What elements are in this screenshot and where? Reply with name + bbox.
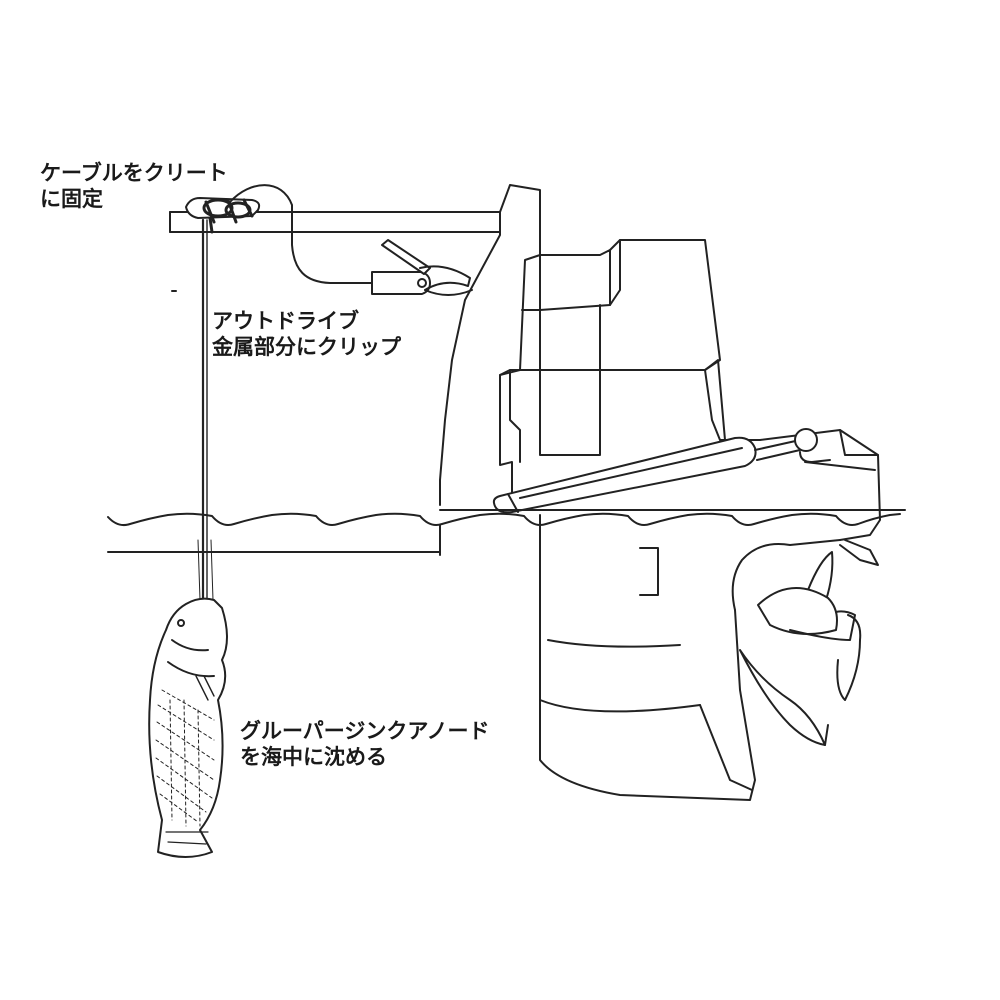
outdrive-upper [499, 184, 881, 541]
zinc-anode [148, 597, 228, 858]
callout-cleat-line2: に固定 [40, 187, 103, 211]
propeller [739, 551, 862, 746]
callout-clip-line2: 金属部分にクリップ [212, 335, 401, 359]
outdrive-lower [539, 514, 879, 801]
callout-anode: グルーパージンクアノード を海中に沈める [240, 718, 489, 770]
trim-cylinder [492, 428, 831, 514]
boat-hull [169, 211, 501, 556]
cable [197, 184, 373, 602]
callout-anode-line2: を海中に沈める [240, 745, 387, 769]
callout-clip-line1: アウトドライブ [212, 309, 359, 333]
callout-cleat: ケーブルをクリート に固定 [40, 160, 228, 212]
water-surface [107, 509, 906, 553]
callout-anode-line1: グルーパージンクアノード [240, 719, 490, 743]
callout-cleat-line1: ケーブルをクリート [40, 161, 228, 185]
alligator-clip [371, 239, 473, 296]
callout-clip: アウトドライブ 金属部分にクリップ [212, 308, 401, 360]
cleat [185, 197, 261, 234]
